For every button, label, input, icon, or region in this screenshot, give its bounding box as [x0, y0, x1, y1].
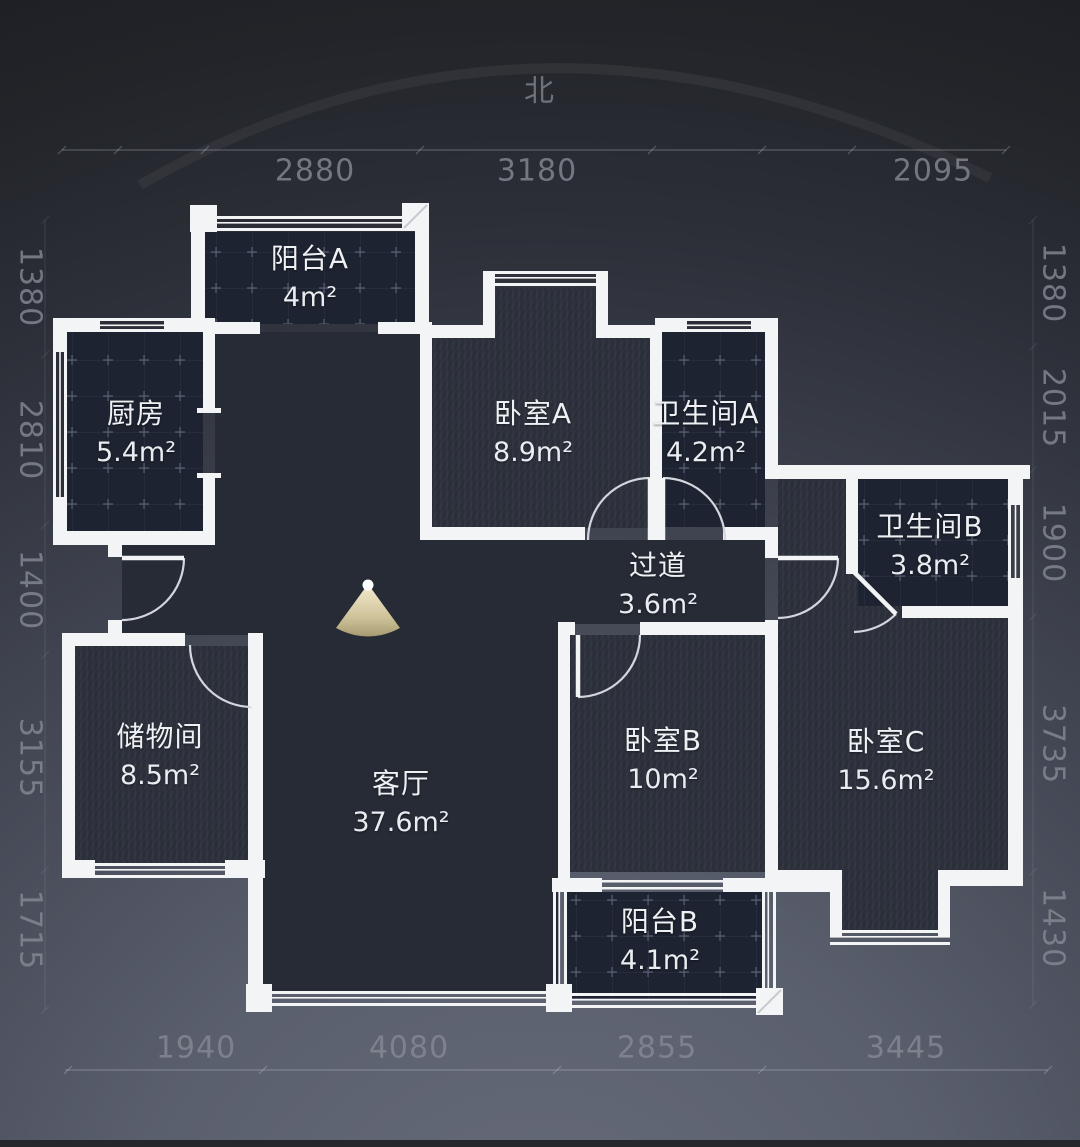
camera-position-indicator[interactable]	[336, 579, 400, 637]
room-area: 37.6m²	[352, 807, 450, 838]
room-area: 5.4m²	[95, 437, 177, 468]
door-arc-bathroom-a	[662, 476, 727, 541]
room-label-living-room[interactable]: 客厅 37.6m²	[352, 764, 449, 842]
room-name: 厨房	[106, 397, 166, 430]
corner-posts	[190, 203, 783, 1015]
room-area: 3.8m²	[889, 550, 971, 581]
room-label-bedroom-a[interactable]: 卧室A 8.9m²	[493, 394, 573, 472]
room-name: 储物间	[116, 720, 204, 753]
room-label-storage[interactable]: 储物间 8.5m²	[116, 717, 203, 795]
room-area-bedroom-a[interactable]	[432, 288, 650, 528]
room-area-balcony-b[interactable]	[566, 892, 762, 998]
door-arc-entry	[121, 557, 186, 622]
room-label-bathroom-a[interactable]: 卫生间A 4.2m²	[652, 394, 759, 472]
room-label-kitchen[interactable]: 厨房 5.4m²	[96, 394, 176, 472]
room-label-corridor[interactable]: 过道 3.6m²	[618, 546, 698, 624]
dim-bottom-1: 1940	[155, 1030, 237, 1066]
room-area-living-room[interactable]	[122, 332, 765, 993]
room-label-balcony-b[interactable]: 阳台B 4.1m²	[620, 902, 700, 980]
room-area: 3.6m²	[617, 589, 699, 620]
room-label-balcony-a[interactable]: 阳台A 4m²	[271, 239, 349, 317]
dim-right-4: 3735	[1035, 703, 1071, 785]
room-name: 卫生间B	[876, 510, 984, 543]
room-area: 10m²	[627, 764, 699, 795]
room-label-bedroom-b[interactable]: 卧室B 10m²	[624, 721, 702, 799]
door-arc-bedroom-c	[777, 557, 840, 620]
camera-dot-icon	[362, 579, 374, 591]
bottom-edge-strip	[0, 1140, 1080, 1147]
door-arc-storage	[188, 644, 253, 709]
windows	[56, 216, 1020, 1008]
dim-left-3: 1400	[12, 549, 48, 631]
room-name: 卫生间A	[652, 397, 760, 430]
room-name: 卧室B	[623, 724, 703, 757]
room-area-storage[interactable]	[75, 646, 248, 865]
dim-left-5: 1715	[12, 889, 48, 971]
doors	[121, 476, 898, 709]
dimension-lines	[40, 145, 1053, 1075]
room-area: 4.1m²	[619, 945, 701, 976]
door-arc-bathroom-b	[853, 613, 897, 634]
room-area-balcony-a[interactable]	[205, 232, 415, 324]
dim-left-4: 3155	[12, 717, 48, 799]
dim-top-3: 2095	[892, 153, 974, 189]
dim-bottom-2: 4080	[368, 1030, 450, 1066]
dim-bottom-4: 3445	[865, 1030, 947, 1066]
dim-top-2: 3180	[496, 153, 578, 189]
room-name: 阳台A	[270, 242, 350, 275]
room-area: 4m²	[282, 282, 338, 313]
room-area: 8.5m²	[119, 760, 201, 791]
room-area-kitchen[interactable]	[67, 332, 203, 531]
room-name: 客厅	[371, 767, 430, 800]
door-arc-bedroom-b	[577, 634, 642, 699]
room-name: 过道	[628, 549, 688, 582]
room-label-bathroom-b[interactable]: 卫生间B 3.8m²	[876, 507, 983, 585]
dim-left-2: 2810	[12, 399, 48, 481]
camera-view-cone	[336, 584, 400, 637]
dim-right-2: 2015	[1035, 367, 1071, 449]
dim-bottom-3: 2855	[616, 1030, 698, 1066]
room-name: 卧室C	[846, 725, 926, 758]
door-arc-bedroom-a	[586, 476, 651, 541]
dim-right-3: 1900	[1035, 502, 1071, 584]
room-area: 4.2m²	[665, 437, 747, 468]
room-area-bedroom-b[interactable]	[570, 635, 765, 872]
room-area-bathroom-a[interactable]	[662, 332, 765, 527]
dim-right-5: 1430	[1035, 887, 1071, 969]
dim-right-1: 1380	[1035, 242, 1071, 324]
dim-top-1: 2880	[274, 153, 356, 189]
door-leaf-bathroom-b	[850, 568, 898, 616]
north-arc	[137, 63, 993, 190]
room-floors	[67, 232, 1008, 998]
north-label: 北	[524, 74, 556, 109]
room-area: 15.6m²	[837, 765, 935, 796]
room-area-bathroom-b[interactable]	[858, 479, 1008, 606]
room-name: 卧室A	[493, 397, 573, 430]
room-area: 8.9m²	[492, 437, 574, 468]
room-name: 阳台B	[620, 905, 700, 938]
dim-left-1: 1380	[12, 246, 48, 328]
room-label-bedroom-c[interactable]: 卧室C 15.6m²	[837, 722, 934, 800]
